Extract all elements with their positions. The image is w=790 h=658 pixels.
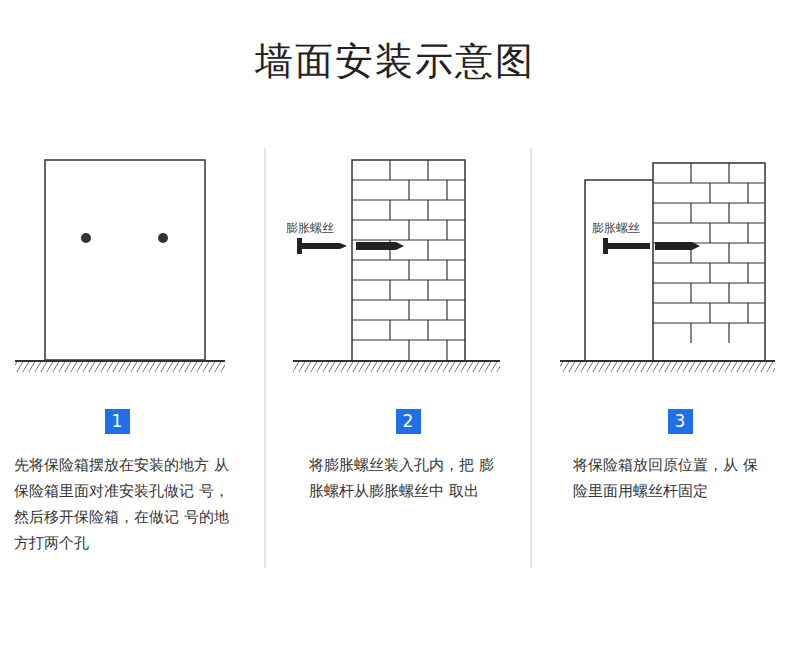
title: 墙面安装示意图 xyxy=(0,36,790,87)
safe-side xyxy=(585,180,655,361)
separator xyxy=(531,148,532,568)
separator xyxy=(265,148,266,568)
ground-line xyxy=(560,360,775,362)
brick-wall xyxy=(352,160,465,361)
step-badge: 1 xyxy=(105,409,130,434)
ground-hatch xyxy=(293,361,500,372)
step-note: 将膨胀螺丝装入孔内，把 膨胀螺杆从膨胀螺丝中 取出 xyxy=(309,452,499,504)
part-label: 膨胀螺丝 xyxy=(591,220,641,237)
step-note: 将保险箱放回原位置，从 保险里面用螺丝杆固定 xyxy=(573,452,763,504)
step-note: 先将保险箱摆放在安装的地方 从保险箱里面对准安装孔做记 号，然后移开保险箱，在做… xyxy=(14,452,232,556)
safe-outline xyxy=(45,160,205,360)
step-number: 2 xyxy=(403,413,414,430)
part-label: 膨胀螺丝 xyxy=(285,220,335,237)
step-badge: 2 xyxy=(396,409,421,434)
ground-hatch xyxy=(15,361,225,372)
step-number: 3 xyxy=(675,413,686,430)
ground-line xyxy=(15,360,225,362)
step-badge: 3 xyxy=(668,409,693,434)
ground-line xyxy=(293,360,500,362)
hole-mark xyxy=(81,233,91,243)
ground-hatch xyxy=(560,361,775,372)
expansion-screw xyxy=(603,238,700,254)
step-number: 1 xyxy=(112,413,123,430)
hole-mark xyxy=(158,233,168,243)
expansion-screw xyxy=(297,238,404,254)
brick-wall xyxy=(653,163,765,361)
